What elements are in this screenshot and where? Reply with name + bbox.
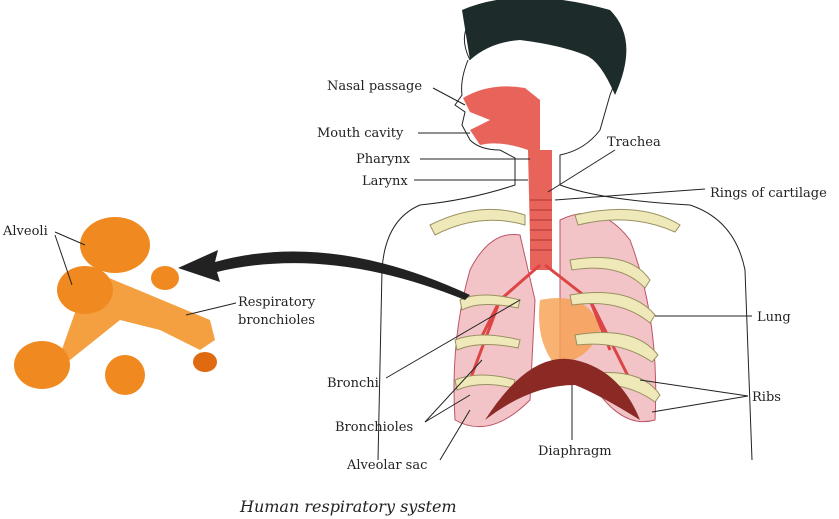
arrow-icon (178, 250, 470, 300)
label-lung: Lung (757, 310, 791, 325)
label-alveolar-sac: Alveolar sac (346, 458, 427, 473)
airway (463, 86, 552, 270)
heart (539, 298, 600, 365)
label-respiratory-bronchioles-line2: bronchioles (238, 313, 315, 328)
figure-caption: Human respiratory system (239, 497, 457, 516)
label-diaphragm: Diaphragm (538, 444, 612, 459)
label-respiratory-bronchioles-line1: Respiratory (238, 295, 316, 310)
label-trachea: Trachea (607, 135, 661, 150)
label-bronchi: Bronchi (327, 376, 379, 391)
label-nasal-passage: Nasal passage (327, 79, 422, 94)
label-mouth-cavity: Mouth cavity (317, 126, 404, 141)
label-alveoli: Alveoli (2, 224, 48, 239)
label-pharynx: Pharynx (356, 152, 411, 167)
alveoli-cluster (14, 217, 217, 395)
label-larynx: Larynx (362, 174, 408, 189)
leader-lines (54, 87, 752, 461)
ribs (429, 208, 681, 403)
hair (462, 0, 627, 95)
diaphragm (485, 358, 640, 420)
label-bronchioles: Bronchioles (335, 420, 413, 435)
body-outline (377, 0, 753, 461)
label-rings-of-cartilage: Rings of cartilage (710, 186, 827, 201)
label-ribs: Ribs (752, 390, 781, 405)
